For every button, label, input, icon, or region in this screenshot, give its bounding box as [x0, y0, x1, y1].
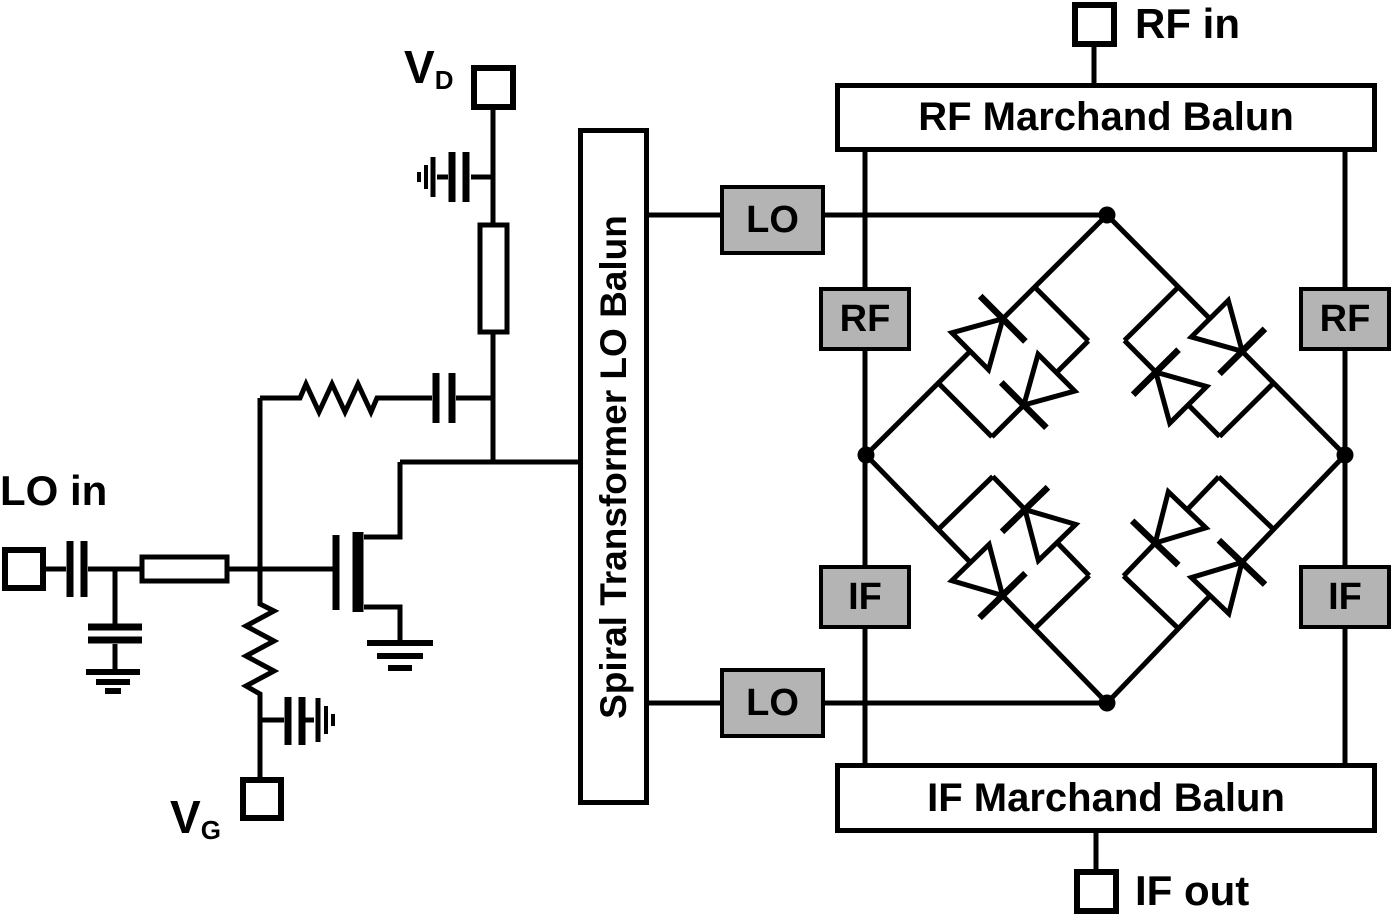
if-out-port-square [1074, 869, 1119, 914]
ring-jog-wire [1032, 573, 1091, 631]
ground-icon [367, 640, 433, 671]
vg-symbol: V [170, 791, 201, 843]
if-balun-label: IF Marchand Balun [927, 775, 1285, 820]
spiral-transformer-lo-balun-block: Spiral Transformer LO Balun [578, 128, 649, 805]
supply-bypass-capacitor-icon [448, 152, 470, 202]
diode-icon [1021, 505, 1081, 566]
diode-cathode-bar [977, 293, 1028, 344]
vd-port-square [471, 65, 516, 110]
if-tag-label: IF [848, 575, 882, 618]
rf-in-port-square [1072, 2, 1117, 47]
ring-jog-wire [1121, 574, 1181, 631]
bypass-capacitor-icon [284, 697, 306, 745]
rf-in-label: RF in [1135, 0, 1240, 47]
diode-cathode-bar [977, 570, 1028, 621]
gate-bias-branch [240, 569, 335, 821]
ring-jog-wire [1032, 285, 1091, 343]
lo-port-tag-bottom: LO [720, 668, 825, 738]
rf-port-tag-right: RF [1299, 287, 1391, 351]
rf-tag-label: RF [839, 297, 891, 340]
vg-label: VG [170, 794, 221, 843]
ring-jog-wire [936, 474, 995, 532]
rf-marchand-balun-block: RF Marchand Balun [835, 83, 1377, 152]
diode-cathode-bar [1217, 326, 1268, 377]
rf-tag-label: RF [1319, 297, 1371, 340]
diode-cathode-bar [998, 380, 1049, 431]
diode-icon [1186, 558, 1246, 619]
diode-icon [947, 315, 1007, 375]
side-ground-icon [417, 157, 436, 197]
mosfet-source-lead [364, 604, 403, 643]
gate-bias-resistor-icon [240, 569, 280, 780]
ring-jog-wire [936, 381, 994, 439]
transmission-line [139, 554, 230, 584]
lo-input-network [2, 541, 333, 694]
lo-in-label: LO in [0, 467, 108, 514]
ring-jog-wire [1217, 474, 1276, 532]
diode-icon [947, 539, 1007, 600]
ring-jog-wire [1217, 381, 1276, 439]
lo-tag-label: LO [746, 198, 799, 241]
feedback-capacitor-icon [432, 373, 456, 423]
diode-icon [1186, 295, 1246, 355]
lo-in-port-square [2, 547, 46, 591]
drain-supply-branch [417, 65, 516, 462]
feedback-resistor-icon [260, 377, 432, 419]
rf-balun-label: RF Marchand Balun [918, 95, 1294, 139]
diode-cathode-bar [1129, 518, 1181, 568]
mosfet-drain-lead [364, 462, 403, 540]
vg-subscript: G [200, 815, 221, 845]
if-tag-label: IF [1328, 575, 1362, 618]
diode-icon [1151, 487, 1211, 547]
vd-label: VD [404, 44, 453, 93]
spiral-balun-label: Spiral Transformer LO Balun [592, 214, 634, 719]
drain-transmission-line [477, 222, 510, 335]
junction-dot [857, 446, 875, 464]
if-port-tag-right: IF [1299, 565, 1391, 629]
lo-tag-label: LO [746, 681, 799, 724]
diode-cathode-bar [1216, 537, 1268, 587]
diode-ring [857, 206, 1354, 712]
rf-port-tag-left: RF [819, 287, 911, 351]
ground-icon [86, 669, 140, 694]
if-port-tag-left: IF [819, 565, 911, 629]
dc-block-capacitor-icon [66, 541, 88, 597]
diode-icon [1152, 368, 1212, 428]
side-ground-icon [315, 698, 335, 742]
junction-dot [1098, 694, 1116, 712]
feedback-network [257, 373, 493, 569]
vg-port-square [240, 777, 284, 821]
diode-cathode-bar [999, 484, 1051, 535]
diode-icon [1020, 349, 1080, 409]
shunt-capacitor-icon [88, 569, 142, 671]
lo-port-tag-top: LO [720, 185, 825, 255]
ring-jog-wire [1122, 285, 1181, 343]
vd-symbol: V [404, 41, 435, 93]
mosfet-icon [332, 462, 433, 671]
junction-dot [1336, 446, 1354, 464]
vd-subscript: D [434, 65, 454, 95]
diode-cathode-bar [1130, 347, 1181, 398]
if-out-label: IF out [1135, 867, 1250, 914]
junction-dot [1098, 206, 1116, 224]
if-marchand-balun-block: IF Marchand Balun [835, 763, 1377, 833]
balun-wires [649, 44, 1348, 872]
